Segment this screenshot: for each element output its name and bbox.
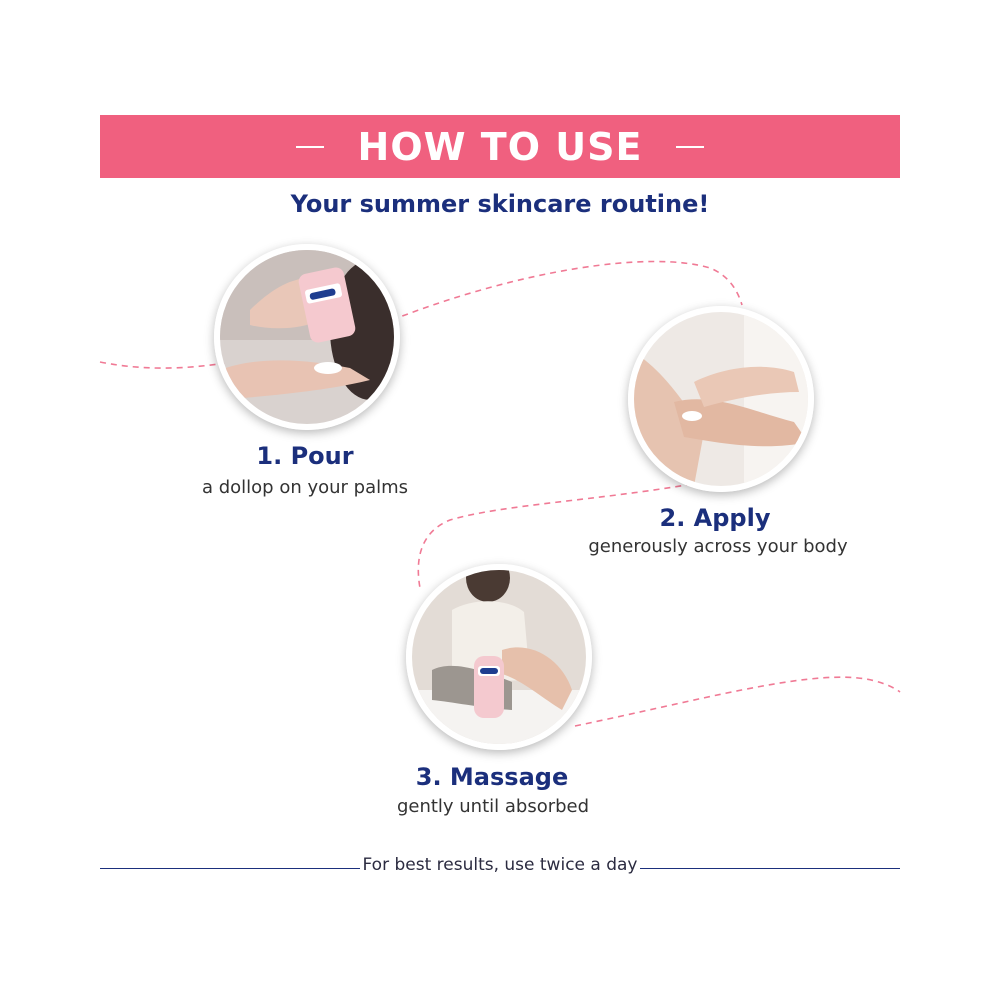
- step-massage-photo: [406, 564, 592, 750]
- step-apply-title: 2. Apply: [659, 504, 771, 532]
- banner-title: HOW TO USE: [357, 124, 643, 169]
- subtitle: Your summer skincare routine!: [290, 190, 710, 218]
- step-massage-description: gently until absorbed: [396, 796, 590, 817]
- step-apply-photo: [628, 306, 814, 492]
- footer-text: For best results, use twice a day: [362, 855, 638, 875]
- banner-right-dash: [676, 145, 705, 148]
- step-pour-photo: [214, 244, 400, 430]
- step-apply-description: generously across your body: [588, 536, 848, 557]
- step-pour-title: 1. Pour: [256, 442, 354, 470]
- footer-line-left: [100, 868, 360, 869]
- banner-left-dash: [295, 145, 324, 148]
- how-to-use-banner: HOW TO USE: [100, 115, 900, 178]
- step-massage-title: 3. Massage: [415, 763, 569, 791]
- step-pour-description: a dollop on your palms: [201, 477, 409, 498]
- footer-line-right: [640, 868, 900, 869]
